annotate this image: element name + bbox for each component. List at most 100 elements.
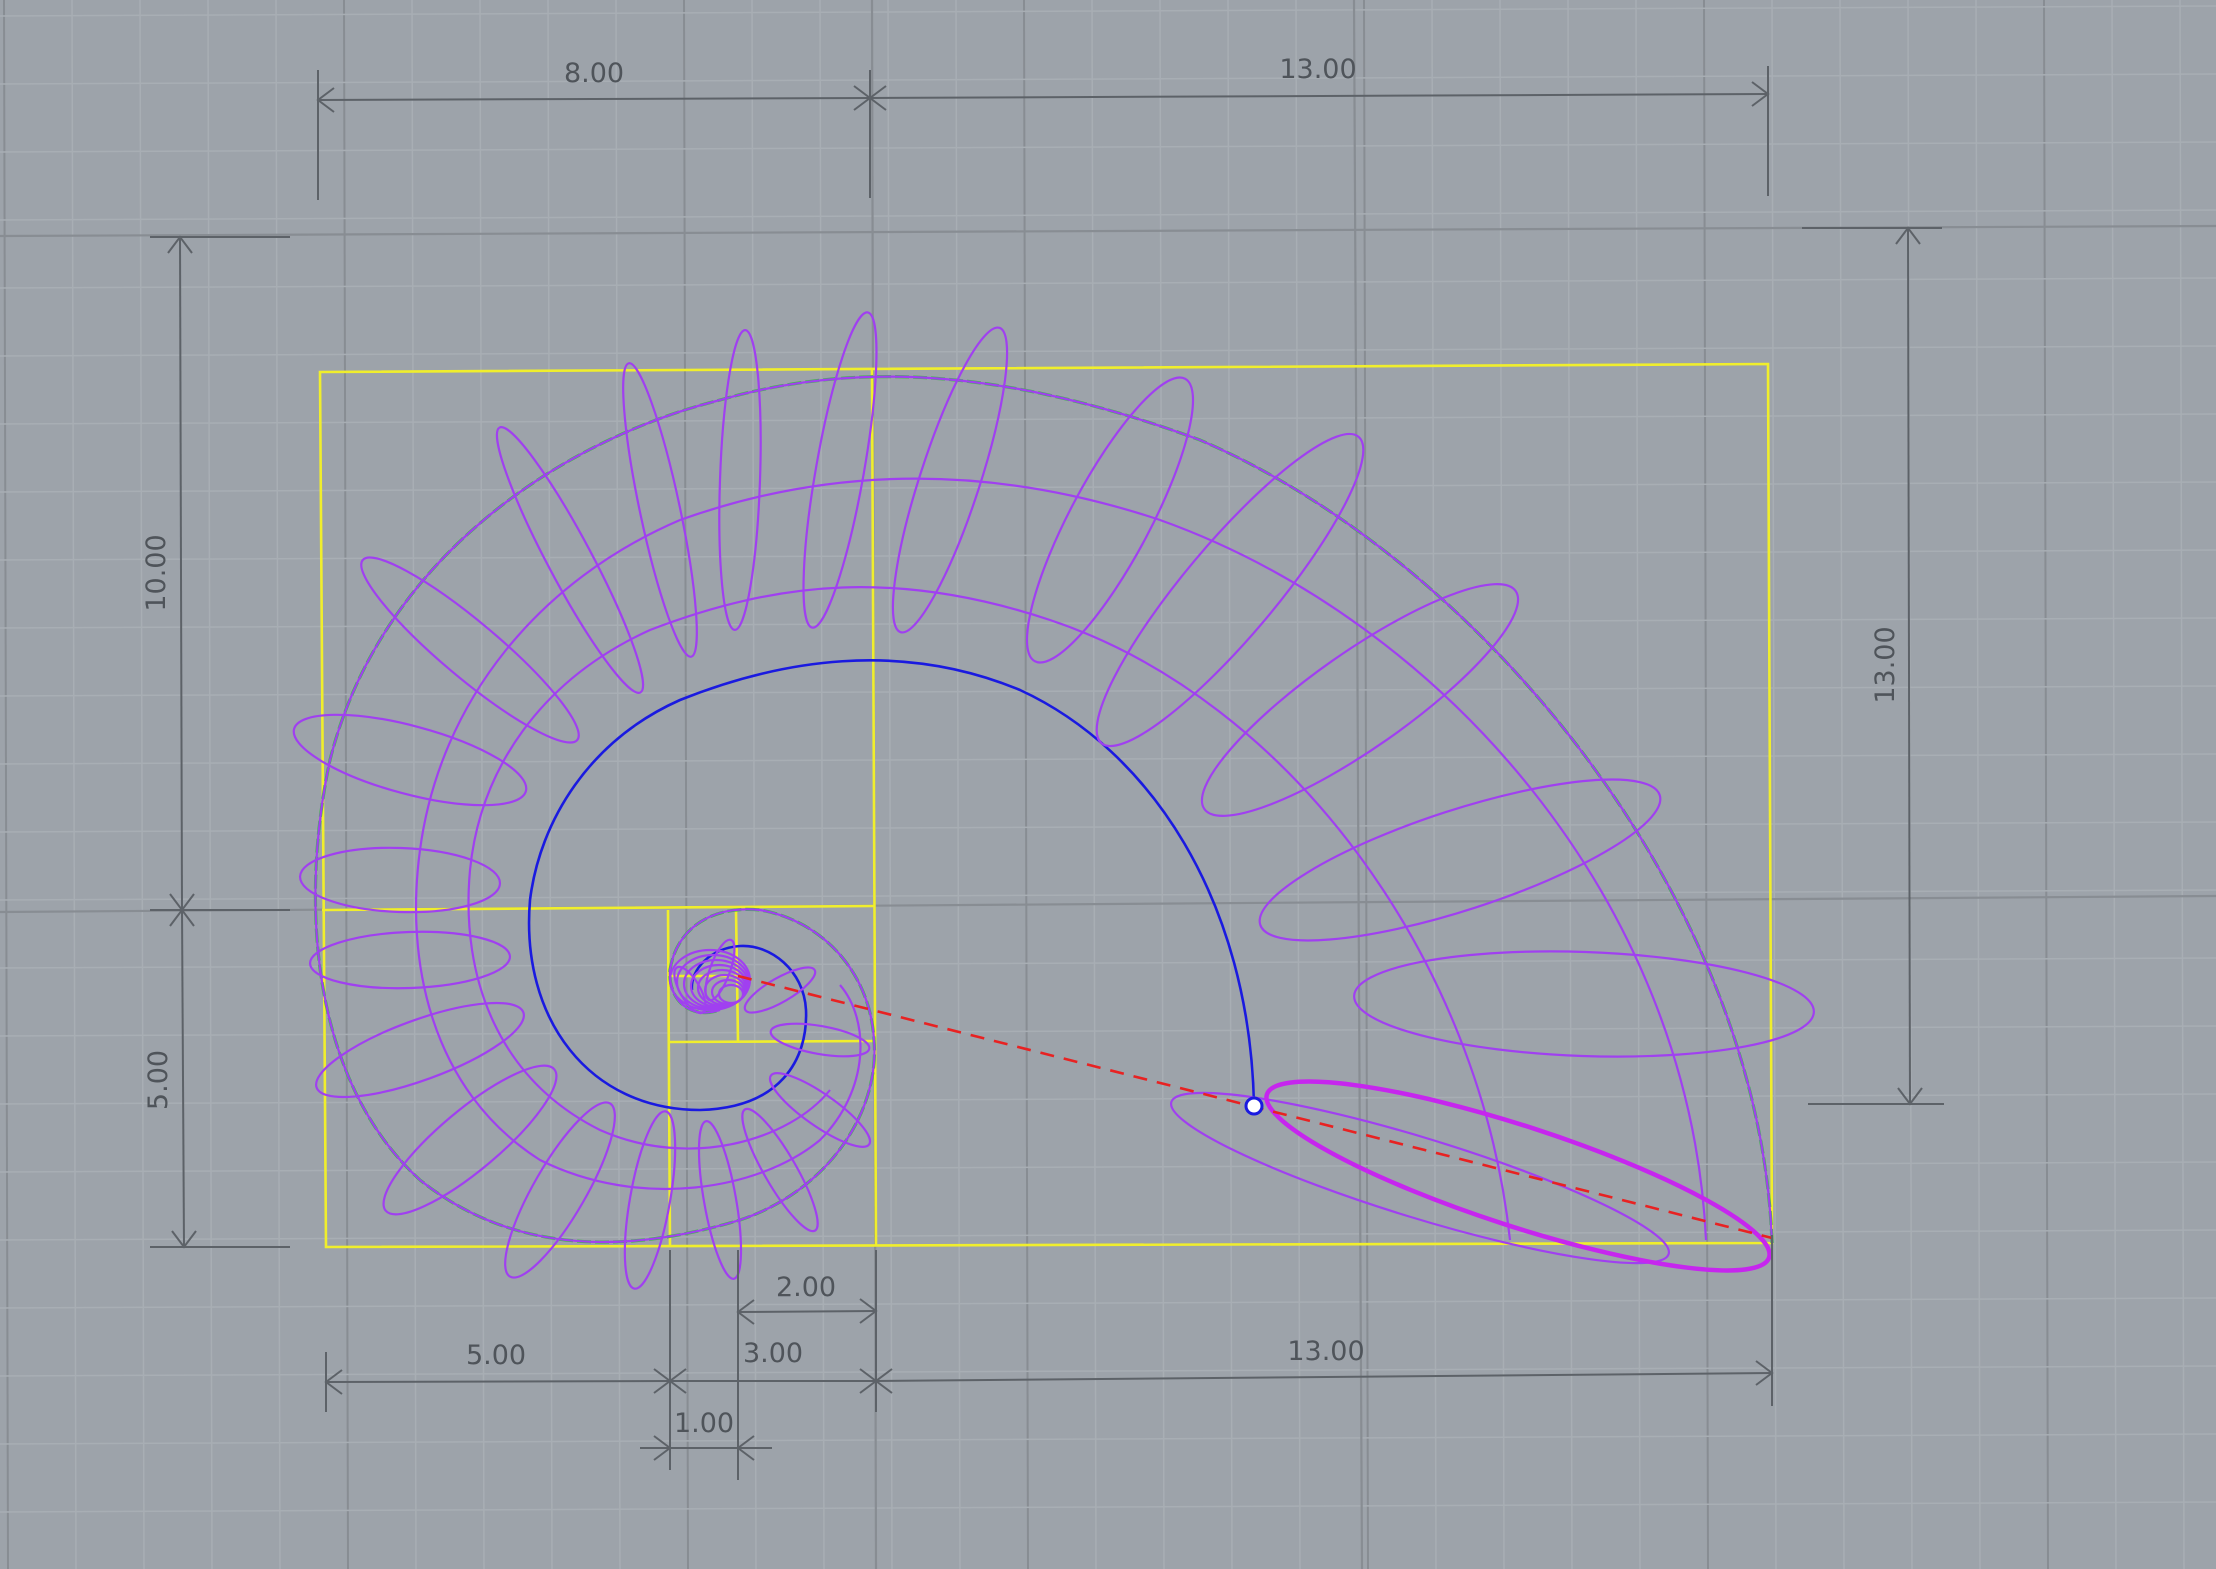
grid-line-horizontal xyxy=(0,209,2216,221)
grid-line-vertical xyxy=(1771,0,1777,1569)
division-line xyxy=(666,909,672,1248)
grid-line-vertical xyxy=(275,0,281,1569)
grid-line-horizontal xyxy=(0,481,2216,493)
dimension-label: 10.00 xyxy=(141,534,172,611)
grid-line-vertical xyxy=(1567,0,1573,1569)
cross-section-ellipse xyxy=(741,1107,819,1233)
spiral-shell-wireframe[interactable] xyxy=(285,308,1815,1305)
cross-section-ellipse xyxy=(768,1072,872,1148)
grid-line-vertical xyxy=(1635,0,1641,1569)
cross-section-ellipse xyxy=(504,1101,616,1279)
dimension-left-lower[interactable]: 5.00 xyxy=(143,908,290,1249)
dimension-label: 3.00 xyxy=(743,1338,803,1369)
grid-line-horizontal xyxy=(0,277,2216,289)
grid-line-horizontal xyxy=(0,1025,2216,1037)
cross-section-ellipse xyxy=(622,362,698,658)
dimension-bottom-3[interactable]: 3.00 xyxy=(668,1338,878,1394)
grid-line-horizontal xyxy=(0,1433,2216,1445)
dimension-label: 13.00 xyxy=(1870,626,1901,703)
grid-line-vertical xyxy=(2179,0,2185,1569)
grid-line-vertical xyxy=(1703,0,1709,1569)
division-line xyxy=(669,1039,875,1044)
grid-line-horizontal xyxy=(0,141,2216,153)
grid-line-horizontal xyxy=(0,889,2216,901)
dimension-label: 5.00 xyxy=(143,1050,174,1110)
cross-section-ellipse xyxy=(1200,583,1520,817)
cross-section-ellipse xyxy=(891,326,1009,634)
cross-section-ellipse xyxy=(1025,376,1195,664)
ring-curve xyxy=(415,477,1708,1241)
core-spiral-ring xyxy=(710,978,746,1006)
cross-section-ellipse xyxy=(718,328,762,632)
grid-line-vertical xyxy=(683,0,689,1569)
cross-section-ellipse xyxy=(743,966,817,1014)
grid-line-vertical xyxy=(751,0,757,1569)
grid-line-horizontal xyxy=(0,753,2216,765)
grid-line-vertical xyxy=(1159,0,1165,1569)
dimension-top-right[interactable]: 13.00 xyxy=(868,54,1770,196)
cross-section-ellipse xyxy=(769,1022,871,1058)
grid-line-horizontal xyxy=(0,1297,2216,1309)
grid-line-vertical xyxy=(411,0,417,1569)
grid-line-vertical xyxy=(479,0,485,1569)
cross-section-ellipse xyxy=(697,1120,743,1280)
dimension-right[interactable]: 13.00 xyxy=(1802,226,1944,1106)
cross-section-ellipse xyxy=(623,1110,677,1290)
dimension-label: 2.00 xyxy=(776,1272,836,1303)
grid-line-vertical xyxy=(1227,0,1233,1569)
dimension-bottom-2[interactable]: 2.00 xyxy=(736,1250,878,1480)
cross-section-ellipse xyxy=(382,1064,558,1216)
grid-line-horizontal xyxy=(0,617,2216,629)
grid-line-vertical xyxy=(887,0,893,1569)
cross-section-ellipse xyxy=(802,311,878,629)
core-spiral-ring xyxy=(717,983,745,1005)
grid-line-horizontal xyxy=(0,1161,2216,1173)
cross-section-ellipse xyxy=(1258,778,1662,942)
core-spiral-ring xyxy=(696,968,748,1008)
grid-line-vertical xyxy=(1091,0,1097,1569)
dimension-bottom-small[interactable]: 1.00 xyxy=(640,1408,772,1461)
dimension-bottom-right[interactable]: 13.00 xyxy=(874,1235,1774,1406)
dimension-left-upper[interactable]: 10.00 xyxy=(141,235,290,912)
core-spiral-ring xyxy=(682,958,750,1010)
grid-line-vertical xyxy=(615,0,621,1569)
cross-section-ellipse xyxy=(298,846,502,914)
dimension-annotations[interactable]: 8.00 13.00 10.00 5.00 13.0 xyxy=(141,54,1944,1480)
grid-line-horizontal xyxy=(0,73,2216,85)
spine-axis-curve xyxy=(527,659,1256,1112)
grid-line-vertical xyxy=(547,0,553,1569)
core-spiral-ring xyxy=(703,973,747,1007)
grid-line-horizontal xyxy=(0,413,2216,425)
grid-line-horizontal xyxy=(0,1501,2216,1513)
grid-line-vertical xyxy=(1363,0,1369,1569)
grid-line-vertical xyxy=(1295,0,1301,1569)
core-spiral-ring xyxy=(689,963,749,1009)
cross-section-ellipse xyxy=(1095,432,1365,748)
grid-line-horizontal xyxy=(0,1365,2216,1377)
control-point-marker xyxy=(1244,1096,1264,1116)
dimension-bottom-left[interactable]: 5.00 xyxy=(324,1250,672,1470)
dimension-label: 13.00 xyxy=(1279,54,1356,85)
grid-line-vertical xyxy=(1023,0,1029,1569)
base-profile-ellipse xyxy=(1264,1079,1772,1273)
grid-line-horizontal xyxy=(0,345,2216,357)
grid-line-vertical xyxy=(955,0,961,1569)
grid-line-vertical xyxy=(1499,0,1505,1569)
grid-line-vertical xyxy=(1839,0,1845,1569)
grid-line-vertical xyxy=(819,0,825,1569)
cross-section-ellipse xyxy=(315,1001,525,1099)
grid-line-horizontal xyxy=(0,1229,2216,1241)
grid-line-horizontal xyxy=(0,5,2216,17)
cross-section-ellipse xyxy=(292,713,528,807)
dimension-label: 13.00 xyxy=(1287,1336,1364,1367)
grid-line-vertical xyxy=(343,0,349,1569)
grid-line-vertical xyxy=(2111,0,2117,1569)
grid-line-vertical xyxy=(2043,0,2049,1569)
cross-section-ellipse xyxy=(1353,950,1815,1058)
outer-spiral-curve xyxy=(314,375,1774,1244)
dimension-label: 8.00 xyxy=(564,58,624,89)
division-line xyxy=(321,904,875,912)
